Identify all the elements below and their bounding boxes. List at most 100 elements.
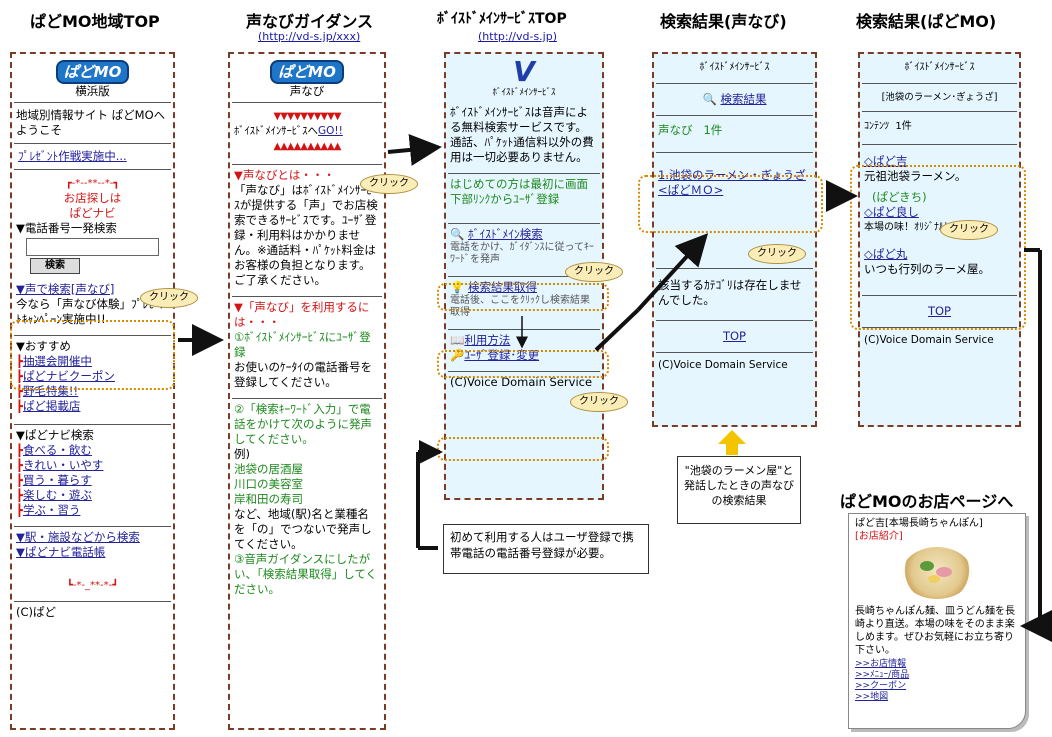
click-bubble: クリック xyxy=(565,262,623,282)
ramen-image xyxy=(902,547,972,599)
panel2-url[interactable]: (http://vd-s.jp/xxx) xyxy=(258,30,361,43)
vd-header: ﾎﾞｲｽﾄﾞﾒｲﾝｻｰﾋﾞｽ xyxy=(699,62,770,73)
present-link[interactable]: ﾌﾟﾚｾﾞﾝﾄ作戦実施中... xyxy=(18,149,127,163)
shop-body: 長崎ちゃんぽん麺、皿うどん麺を長崎より直送。本場の味をそのまま楽しめます。ぜひお… xyxy=(855,606,1015,656)
vd-copyright: (C)Voice Domain Service xyxy=(658,359,788,371)
koenavi-callout: "池袋のラーメン屋"と発話したときの声なびの検索結果 xyxy=(677,456,801,524)
click-bubble: クリック xyxy=(748,244,806,264)
step3: ③音声ガイダンスにしたがい、「検索結果取得」してください。 xyxy=(234,552,378,596)
result-item-desc: いつも行列のラーメ屋。 xyxy=(864,262,991,276)
triangles-bottom: ▲▲▲▲▲▲▲▲▲▲ xyxy=(273,141,342,152)
count-label: ｺﾝﾃﾝﾂ xyxy=(864,121,889,132)
panel-voice-domain-top: V ﾎﾞｲｽﾄﾞﾒｲﾝｻｰﾋﾞｽ ﾎﾞｲｽﾄﾞﾒｲﾝｻｰﾋﾞｽは音声による無料検… xyxy=(444,52,604,500)
search-button[interactable]: 検索 xyxy=(30,258,80,274)
shop-links: >>お店情報 >>ﾒﾆｭｰ/商品 >>クーポン >>地図 xyxy=(849,659,1025,703)
vd-copyright: (C)Voice Domain Service xyxy=(864,334,994,346)
recommend-item[interactable]: ぱどナビクーポン xyxy=(16,369,169,384)
voice-search-highlight xyxy=(437,283,609,311)
navi-item[interactable]: きれい・いやす xyxy=(16,458,169,473)
vd-logo-text: ﾎﾞｲｽﾄﾞﾒｲﾝｻｰﾋﾞｽ xyxy=(492,88,556,98)
get-results-note: 電話後、ここをｸﾘｯｸし検索結果取得 xyxy=(450,295,590,318)
phone-book-link[interactable]: ▼ぱどナビ電話帳 xyxy=(16,545,106,559)
count-value: 1件 xyxy=(703,123,723,137)
search-icon: 🔍 xyxy=(450,227,465,241)
count-value: 1件 xyxy=(895,121,912,132)
shop-intro: [お店紹介] xyxy=(855,531,903,542)
usage-link[interactable]: 利用方法 xyxy=(464,333,511,347)
go-link[interactable]: GO!! xyxy=(318,125,343,137)
result-item-desc: 本場の味！ｵﾘｼﾞﾅﾙﾄｯﾋﾟﾝｸﾞ xyxy=(864,222,979,233)
callout-arrow-stem xyxy=(726,443,738,455)
recommend-item[interactable]: 抽選会開催中 xyxy=(16,354,169,369)
click-bubble: クリック xyxy=(570,392,628,412)
result-item-desc: 元祖池袋ラーメン。 xyxy=(864,169,967,183)
panel-padomo-top: ぱどMO 横浜版 地域別情報サイト ぱどMOへようこそ ﾌﾟﾚｾﾞﾝﾄ作戦実施中… xyxy=(10,52,175,730)
shop-link[interactable]: >>お店情報 xyxy=(855,659,907,669)
koenavi-sub: 声なび xyxy=(289,84,325,98)
navi-item[interactable]: 楽しむ・遊ぶ xyxy=(16,488,169,503)
no-category-text: 該当するｶﾃｺﾞﾘは存在しませんでした。 xyxy=(658,278,802,307)
recommend-item[interactable]: ぱど掲載店 xyxy=(16,399,169,414)
result-item-name[interactable]: ◇ぱど良し xyxy=(864,205,919,219)
panel5-title: 検索結果(ぱどMO) xyxy=(856,12,997,31)
get-results-highlight xyxy=(437,350,609,378)
navi-item[interactable]: 学ぶ・習う xyxy=(16,503,169,518)
panel-result-padomo: ﾎﾞｲｽﾄﾞﾒｲﾝｻｰﾋﾞｽ [池袋のラーメン･ぎょうざ] ｺﾝﾃﾝﾂ 1件 ◇… xyxy=(858,52,1021,427)
shop-link[interactable]: >>クーポン xyxy=(855,681,907,691)
first-time-text: はじめての方は最初に画面下部ﾘﾝｸからﾕｰｻﾞ登録 xyxy=(450,177,588,206)
panel3-title: ﾎﾞｲｽﾄﾞﾒｲﾝｻｰﾋﾞｽTOP xyxy=(437,11,567,27)
padomo-logo: ぱどMO xyxy=(270,60,344,84)
navi-list: 食べる・飲む きれい・いやす 買う・暮らす 楽しむ・遊ぶ 学ぶ・習う xyxy=(12,443,173,518)
voice-search-note: 電話をかけ、ｶﾞｲﾀﾞﾝｽに従ってｷｰﾜｰﾄﾞを発声 xyxy=(450,242,594,265)
example-item: 川口の美容室 xyxy=(234,477,303,491)
panel6-title: ぱどMOのお店ページへ xyxy=(840,492,1014,511)
arrow-p3-p4-part xyxy=(594,308,640,352)
deco-top: ┏-*--**--*-┓ xyxy=(65,178,120,189)
shop-link[interactable]: >>ﾒﾆｭｰ/商品 xyxy=(855,670,910,680)
register-note: 初めて利用する人はユーザ登録で携帯電話の電話番号登録が必要。 xyxy=(443,524,649,574)
campaign-text: 今なら「声なび体験」ﾌﾟﾚｾﾞﾝﾄｷｬﾝﾍﾟｰﾝ実施中!! xyxy=(16,297,166,326)
what-body: 「声なび」はﾎﾞｲｽﾄﾞﾒｲﾝｻｰﾋﾞｽが提供する「声」でお店検索できるｻｰﾋﾞ… xyxy=(234,183,378,287)
navi-item[interactable]: 買う・暮らす xyxy=(16,473,169,488)
recommend-heading: ▼おすすめ xyxy=(16,339,71,353)
phone-search-heading: ▼電話番号一発検索 xyxy=(16,221,117,235)
example-item: 岸和田の寿司 xyxy=(234,492,303,506)
arrow-p3-p4 xyxy=(636,233,709,312)
vd-copyright: (C)Voice Domain Service xyxy=(450,375,593,389)
padomo-logo: ぱどMO xyxy=(55,60,130,84)
vd-intro: ﾎﾞｲｽﾄﾞﾒｲﾝｻｰﾋﾞｽは音声による無料検索サービスです。通話、ﾊﾟｹｯﾄ通… xyxy=(450,105,594,164)
query-text: [池袋のラーメン･ぎょうざ] xyxy=(881,92,998,103)
panel3-url[interactable]: (http://vd-s.jp) xyxy=(478,30,558,43)
count-label: 声なび xyxy=(658,123,693,137)
recommend-item[interactable]: 野毛特集!! xyxy=(16,384,169,399)
phone-search-input[interactable] xyxy=(26,238,159,256)
voice-search-link[interactable]: ▼声で検索[声なび] xyxy=(16,282,115,296)
edition-label: 横浜版 xyxy=(75,84,110,98)
step2-tail: など、地域(駅)名と業種名を「の」でつないで発声してください。 xyxy=(234,507,372,551)
panel4-title: 検索結果(声なび) xyxy=(660,12,787,31)
result-item-name[interactable]: ◇ぱど丸 xyxy=(864,247,908,261)
results-highlight xyxy=(850,165,1026,330)
step2: ②「検索ｷｰﾜｰﾄﾞ入力」で電話をかけて次のように発声してください。 xyxy=(234,402,372,446)
navi-item[interactable]: 食べる・飲む xyxy=(16,443,169,458)
voice-search-link[interactable]: ﾎﾞｲｽﾄﾞﾒｲﾝ検索 xyxy=(467,227,543,241)
welcome-text: 地域別情報サイト ぱどMOへようこそ xyxy=(16,108,166,137)
callout-arrow-icon xyxy=(718,430,746,444)
step1: ①ﾎﾞｲｽﾄﾞﾒｲﾝｻｰﾋﾞｽにﾕｰｻﾞ登録 xyxy=(234,330,371,359)
go-text: ﾎﾞｲｽﾄﾞﾒｲﾝｻｰﾋﾞｽへ xyxy=(234,125,318,137)
top-link[interactable]: TOP xyxy=(927,304,951,318)
panel1-copyright: (C)ぱど xyxy=(16,605,57,619)
station-search-link[interactable]: ▼駅・施設などから検索 xyxy=(16,530,140,544)
step1-body: お使いのｹｰﾀｲの電話番号を登録してください。 xyxy=(234,360,372,389)
shop-link[interactable]: >>地図 xyxy=(855,692,889,702)
result-item-name[interactable]: ◇ぱど吉 xyxy=(864,154,908,168)
result-highlight xyxy=(638,175,823,233)
what-heading: ▼声なびとは・・・ xyxy=(234,168,335,182)
examples: 例) 池袋の居酒屋 川口の美容室 岸和田の寿司 xyxy=(230,447,384,507)
result-item-name: (ぱどきち) xyxy=(872,190,927,204)
top-link[interactable]: TOP xyxy=(722,329,746,343)
use-heading: ▼「声なび」を利用するには・・・ xyxy=(234,300,370,329)
navi-search-heading: ▼ぱどナビ検索 xyxy=(16,428,94,442)
search-icon: 🔍 xyxy=(702,92,717,106)
